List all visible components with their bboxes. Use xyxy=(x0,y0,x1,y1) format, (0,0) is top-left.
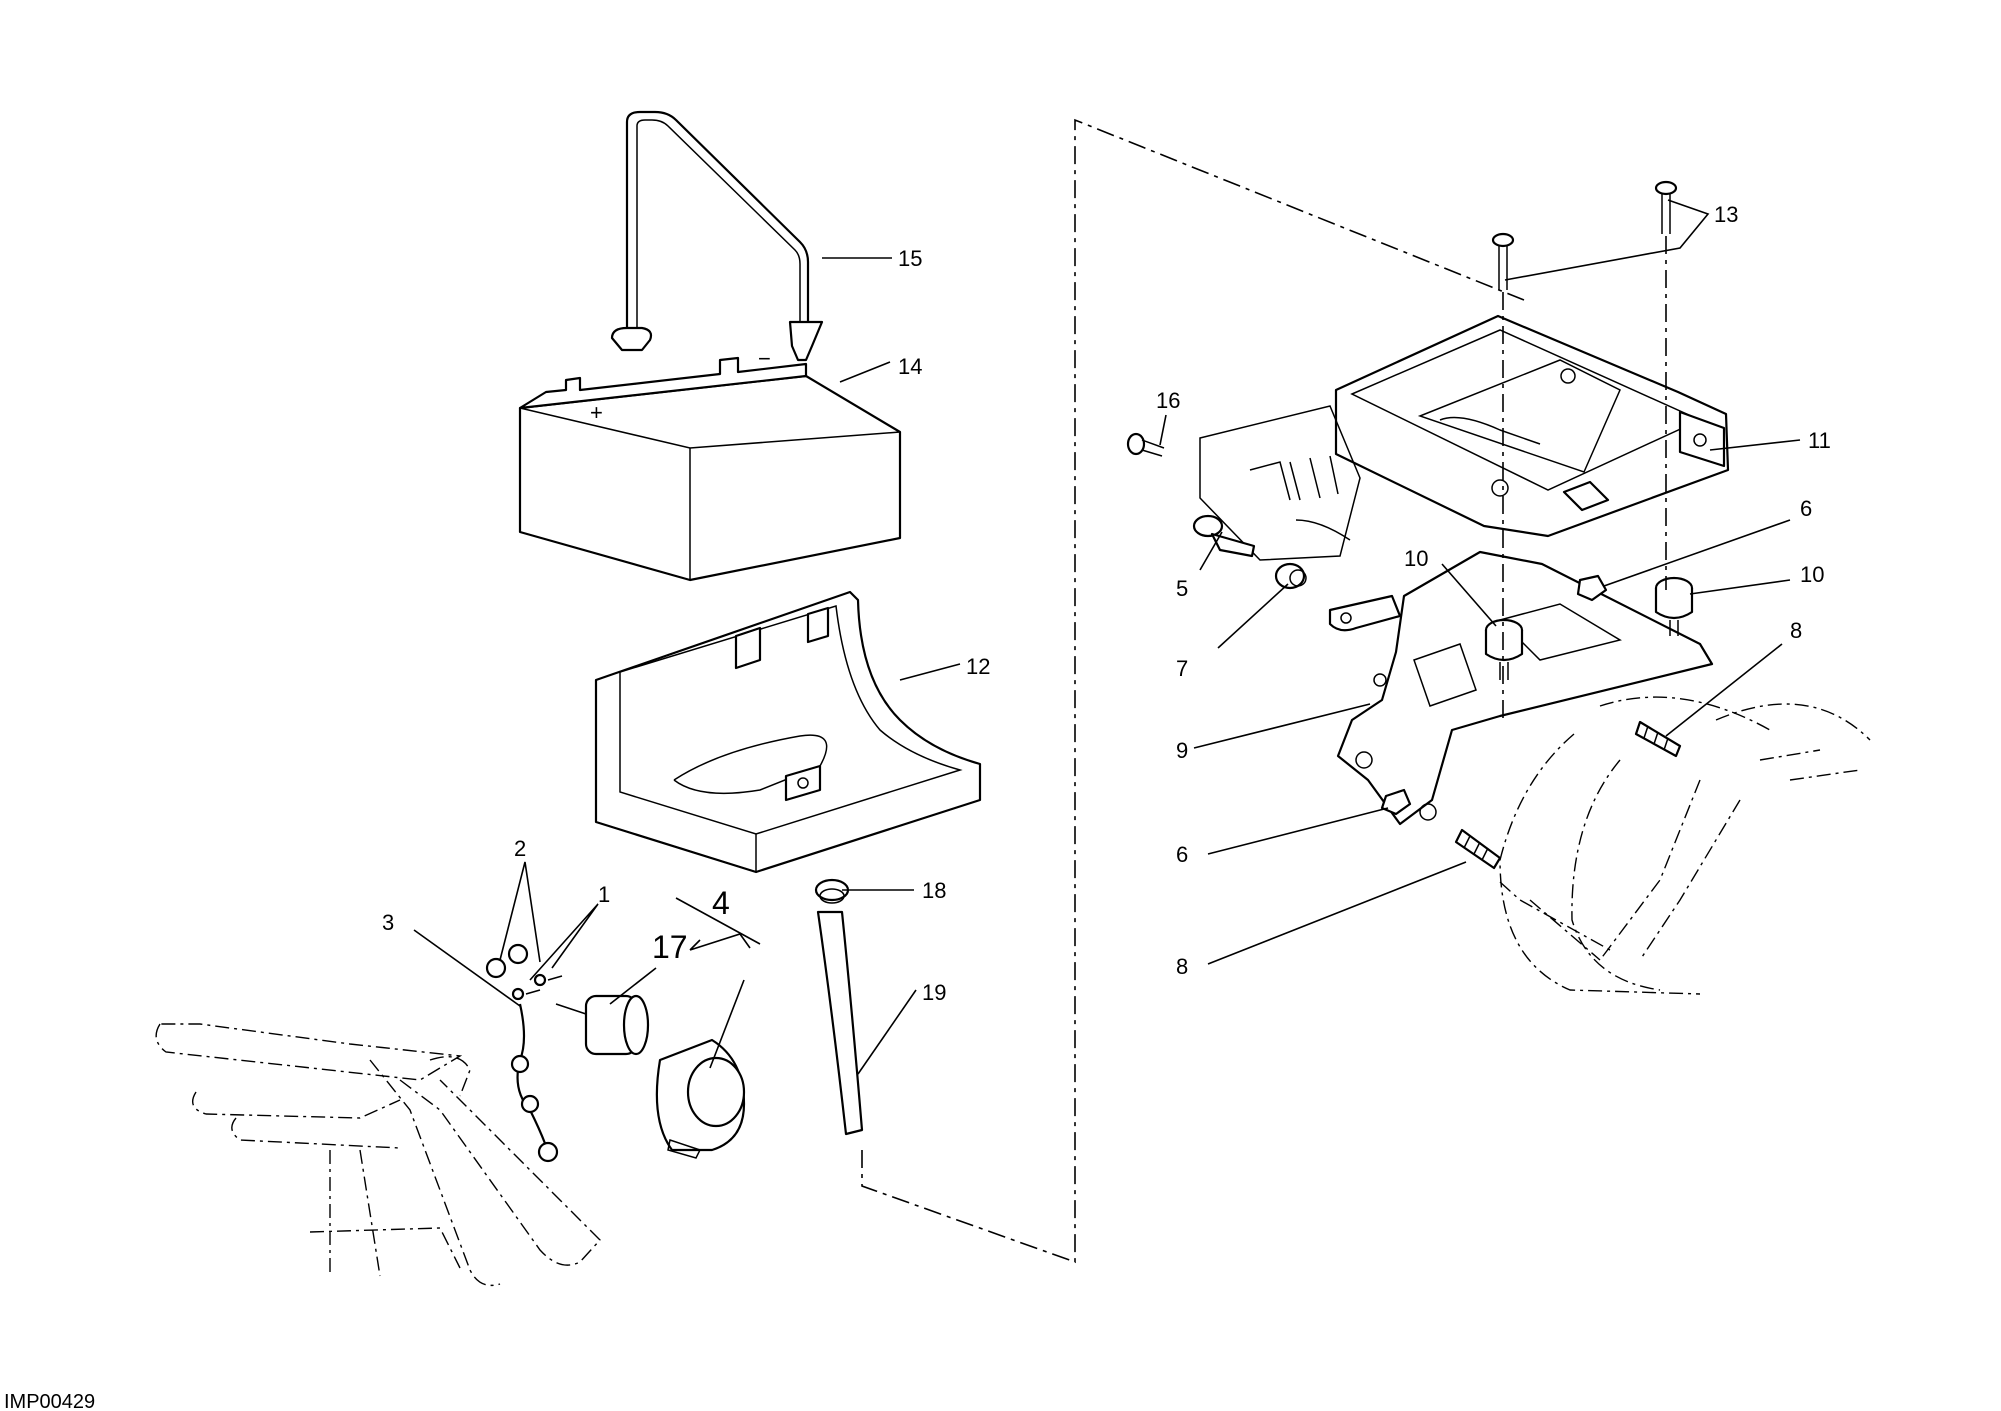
screw-16 xyxy=(1126,432,1165,457)
terminal-bolts-and-nuts xyxy=(485,943,563,1001)
callout-6-top: 6 xyxy=(1800,496,1812,521)
callout-13: 13 xyxy=(1714,202,1738,227)
battery-strap xyxy=(610,110,824,362)
grommets xyxy=(1192,514,1307,590)
callout-8-top: 8 xyxy=(1790,618,1802,643)
callout-11: 11 xyxy=(1808,428,1831,453)
callout-5: 5 xyxy=(1176,576,1188,601)
mounting-bracket xyxy=(1328,550,1714,826)
rubber-cover xyxy=(655,1038,746,1159)
callout-18: 18 xyxy=(922,878,946,903)
reference-code: IMP00429 xyxy=(4,1391,95,1411)
studs xyxy=(1454,720,1682,870)
battery-negative-mark: − xyxy=(758,346,771,371)
callout-14: 14 xyxy=(898,354,922,379)
callout-12: 12 xyxy=(966,654,990,679)
leader-lines xyxy=(413,199,1801,1075)
fuse-holder xyxy=(555,994,650,1056)
callout-2: 2 xyxy=(514,836,526,861)
callout-16: 16 xyxy=(1156,388,1180,413)
screws xyxy=(1491,180,1678,290)
frame-ghost-left xyxy=(155,1023,601,1287)
hose-routing-line xyxy=(861,118,1525,1264)
vent-hose xyxy=(816,910,864,1136)
callout-19: 19 xyxy=(922,980,946,1005)
callout-6-bottom: 6 xyxy=(1176,842,1188,867)
callout-4: 4 xyxy=(712,885,730,921)
battery-positive-mark: + xyxy=(590,400,603,425)
callout-15: 15 xyxy=(898,246,922,271)
battery: + − xyxy=(518,346,902,582)
wiring-harness-block xyxy=(1199,405,1361,561)
hose-clip xyxy=(814,878,850,904)
callout-10-left: 10 xyxy=(1404,546,1428,571)
callout-17: 17 xyxy=(652,929,688,965)
callout-9: 9 xyxy=(1176,738,1188,763)
callout-8-bottom: 8 xyxy=(1176,954,1188,979)
electrical-support-plate xyxy=(1334,314,1730,538)
callout-labels: 15 14 12 2 1 3 4 17 18 19 13 11 16 5 7 1… xyxy=(382,202,1831,1005)
battery-tray xyxy=(594,590,982,874)
callout-3: 3 xyxy=(382,910,394,935)
frame-ghost-right xyxy=(1499,696,1871,995)
ground-cable xyxy=(510,1003,559,1163)
callout-10-right: 10 xyxy=(1800,562,1824,587)
callout-7: 7 xyxy=(1176,656,1188,681)
callout-1: 1 xyxy=(598,882,610,907)
